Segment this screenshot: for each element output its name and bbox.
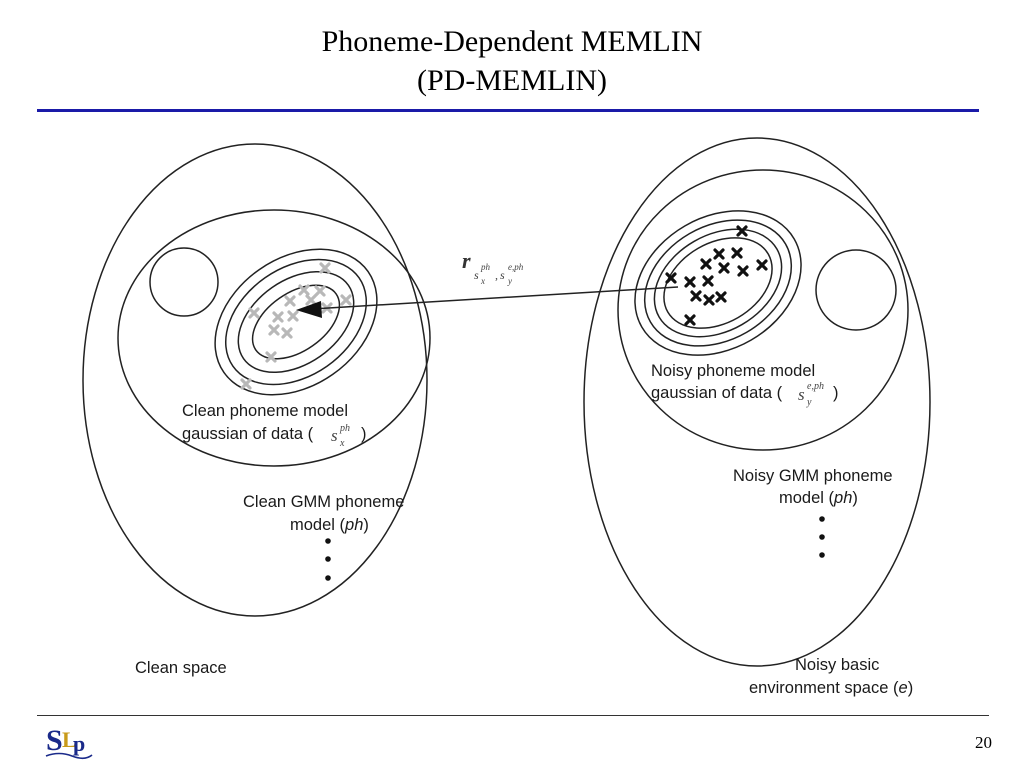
clean-data-markers: [240, 262, 352, 390]
data-point-marker: [736, 225, 748, 237]
data-point-marker: [305, 294, 317, 306]
transformation-arrow-head: [296, 301, 322, 318]
clean-space-label: Clean space: [135, 659, 227, 677]
clean-gmm-label-line1: Clean GMM phoneme: [243, 493, 404, 511]
data-point-marker: [731, 247, 743, 259]
data-point-marker: [265, 351, 277, 363]
clean-gaussian-contours: [214, 248, 378, 396]
noisy-gaussian-close: ): [833, 384, 839, 402]
data-point-marker: [690, 290, 702, 302]
data-point-marker: [715, 291, 727, 303]
svg-text:p: p: [73, 731, 85, 756]
clean-ellipsis-dots: [325, 538, 331, 581]
data-point-marker: [684, 314, 696, 326]
clean-gmm-ellipse: [117, 209, 431, 467]
data-point-marker: [684, 276, 696, 288]
data-point-marker: [756, 259, 768, 271]
noisy-gaussian-label-line1: Noisy phoneme model: [651, 362, 815, 380]
data-point-marker: [298, 284, 310, 296]
arrow-label: r s ph x , s e,ph y: [462, 248, 527, 288]
noisy-data-markers: [665, 225, 768, 326]
clean-space-ellipse: [82, 143, 428, 617]
page-number: 20: [975, 733, 992, 752]
noisy-gmm-ellipse: [617, 169, 909, 451]
noisy-gmm-label-line1: Noisy GMM phoneme: [733, 467, 893, 485]
clean-gaussian-label-line2: gaussian of data (: [182, 425, 314, 443]
noisy-space-label-line1: Noisy basic: [795, 656, 879, 674]
data-point-marker: [240, 378, 252, 390]
data-point-marker: [702, 275, 714, 287]
slide-title: Phoneme-Dependent MEMLIN: [321, 25, 703, 58]
data-point-marker: [268, 324, 280, 336]
transformation-arrow-line: [311, 286, 679, 310]
data-point-marker: [287, 310, 299, 322]
slide-subtitle: (PD-MEMLIN): [417, 64, 607, 97]
noisy-gaussian-label-line2: gaussian of data (: [651, 384, 783, 402]
noisy-gaussian-contours: [634, 210, 802, 356]
data-point-marker: [248, 307, 260, 319]
data-point-marker: [314, 285, 326, 297]
data-point-marker: [284, 295, 296, 307]
noisy-space-ellipse: [583, 137, 931, 667]
noisy-space-label-line2: environment space (e): [749, 679, 913, 697]
slp-logo: S L p: [45, 724, 93, 760]
clean-gmm-label-line2: model (ph): [290, 516, 369, 534]
data-point-marker: [713, 248, 725, 260]
noisy-ellipsis-dots: [819, 516, 825, 558]
clean-gmm-other-component: [149, 247, 219, 317]
svg-text:L: L: [62, 727, 77, 752]
clean-gaussian-label-line1: Clean phoneme model: [182, 402, 348, 420]
clean-gaussian-close: ): [361, 425, 367, 443]
data-point-marker: [703, 294, 715, 306]
data-point-marker: [319, 262, 331, 274]
data-point-marker: [665, 272, 677, 284]
svg-text:S: S: [46, 724, 63, 757]
data-point-marker: [737, 265, 749, 277]
clean-gaussian-symbol: s ph x: [331, 418, 354, 449]
data-point-marker: [718, 262, 730, 274]
data-point-marker: [272, 311, 284, 323]
footer-divider: [37, 715, 989, 716]
noisy-gmm-label-line2: model (ph): [779, 489, 858, 507]
title-divider: [37, 109, 979, 112]
noisy-gmm-other-component: [815, 249, 897, 331]
data-point-marker: [281, 327, 293, 339]
noisy-gaussian-symbol: s e,ph y: [798, 376, 828, 408]
data-point-marker: [700, 258, 712, 270]
data-point-marker: [340, 294, 352, 306]
